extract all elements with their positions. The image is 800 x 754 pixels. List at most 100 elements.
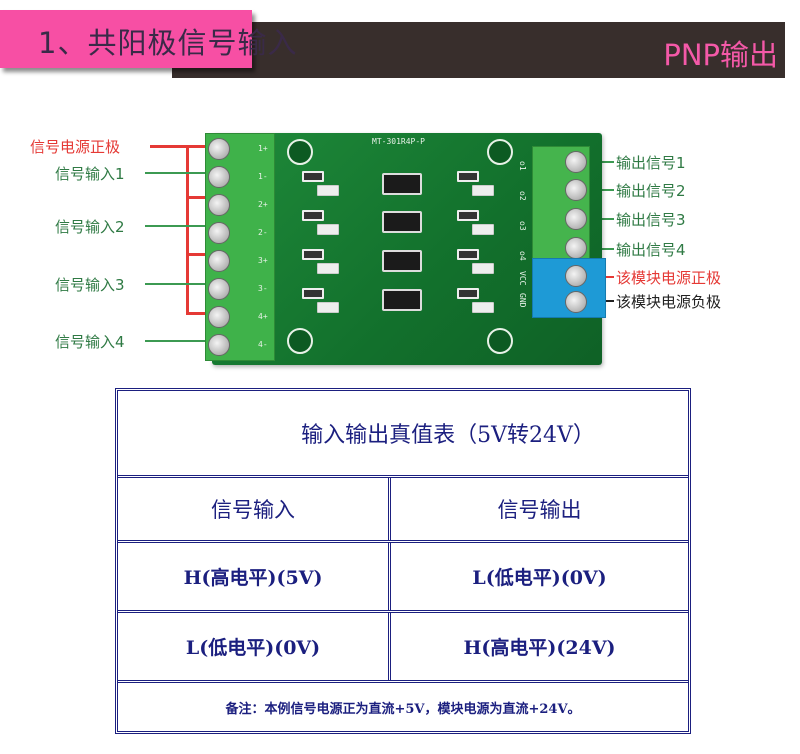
table-note-row: 备注：本例信号电源正为直流+5V，模块电源为直流+24V。: [118, 683, 688, 731]
truth-table: 输入输出真值表（5V转24V） 信号输入 信号输出 H(高电平)(5V) L(低…: [115, 388, 691, 734]
terminal-screw[interactable]: [208, 166, 230, 188]
pin-label: 2-: [258, 228, 268, 237]
table-title-row: 输入输出真值表（5V转24V）: [118, 391, 688, 478]
terminal-screw[interactable]: [208, 334, 230, 356]
output-line: [590, 218, 614, 220]
table-note: 备注：本例信号电源正为直流+5V，模块电源为直流+24V。: [225, 701, 581, 717]
power-terminal-block: [532, 258, 606, 318]
led: [317, 224, 339, 235]
output-terminal-block: [532, 146, 590, 262]
label-signal-input-1: 信号输入1: [55, 165, 125, 183]
pin-label: o4: [518, 251, 527, 261]
terminal-screw[interactable]: [208, 138, 230, 160]
resistor: [457, 249, 479, 260]
table-header-row: 信号输入 信号输出: [118, 478, 688, 543]
cell-input: L(低电平)(0V): [185, 637, 321, 659]
header-pink-bar: [0, 10, 252, 68]
resistor: [457, 210, 479, 221]
optocoupler: [382, 289, 422, 311]
pin-label: 4-: [258, 340, 268, 349]
label-output-1: 输出信号1: [616, 154, 686, 172]
led: [472, 185, 494, 196]
label-signal-input-2: 信号输入2: [55, 218, 125, 236]
resistor: [302, 288, 324, 299]
cell-output: L(低电平)(0V): [472, 567, 607, 589]
pin-label: o1: [518, 161, 527, 171]
power-line: [186, 312, 210, 315]
label-signal-power-positive: 信号电源正极: [30, 138, 121, 156]
column-divider: [388, 613, 391, 680]
header-dark-bar: [172, 22, 785, 78]
header-output: 信号输出: [497, 498, 582, 522]
label-signal-input-4: 信号输入4: [55, 333, 125, 351]
terminal-screw[interactable]: [565, 291, 587, 313]
terminal-screw[interactable]: [565, 151, 587, 173]
optocoupler: [382, 173, 422, 195]
pin-label: o3: [518, 221, 527, 231]
resistor: [302, 210, 324, 221]
table-row: H(高电平)(5V) L(低电平)(0V): [118, 543, 688, 613]
pin-label: 3+: [258, 256, 268, 265]
terminal-screw[interactable]: [208, 278, 230, 300]
label-signal-input-3: 信号输入3: [55, 276, 125, 294]
pin-label: VCC: [518, 271, 527, 286]
column-divider: [388, 478, 391, 540]
cell-output: H(高电平)(24V): [463, 637, 616, 659]
mounting-hole: [487, 328, 513, 354]
cell-input: H(高电平)(5V): [183, 567, 323, 589]
output-line: [590, 189, 614, 191]
header-input: 信号输入: [211, 498, 295, 522]
power-line: [150, 145, 210, 148]
pin-label: 1+: [258, 144, 268, 153]
resistor: [302, 249, 324, 260]
led: [317, 302, 339, 313]
pin-label: GND: [518, 293, 527, 308]
pin-label: 1-: [258, 172, 268, 181]
signal-line: [145, 172, 210, 174]
terminal-screw[interactable]: [208, 250, 230, 272]
board-model: MT-301R4P-P: [372, 137, 425, 146]
power-line: [186, 253, 210, 256]
gnd-line: [604, 300, 614, 302]
terminal-screw[interactable]: [208, 306, 230, 328]
column-divider: [388, 543, 391, 610]
signal-line: [145, 225, 210, 227]
label-module-power-negative: 该模块电源负极: [616, 293, 722, 311]
output-type-label: PNP输出: [663, 38, 778, 72]
resistor: [457, 171, 479, 182]
table-title: 输入输出真值表（5V转24V）: [301, 423, 595, 448]
pin-label: 4+: [258, 312, 268, 321]
pin-label: o2: [518, 191, 527, 201]
signal-line: [145, 340, 210, 342]
led: [472, 263, 494, 274]
led: [472, 302, 494, 313]
label-module-power-positive: 该模块电源正极: [616, 269, 722, 287]
terminal-screw[interactable]: [208, 194, 230, 216]
led: [317, 185, 339, 196]
optocoupler: [382, 250, 422, 272]
output-line: [590, 248, 614, 250]
output-line: [590, 161, 614, 163]
table-row: L(低电平)(0V) H(高电平)(24V): [118, 613, 688, 683]
mounting-hole: [287, 139, 313, 165]
terminal-screw[interactable]: [565, 265, 587, 287]
label-output-3: 输出信号3: [616, 211, 686, 229]
mounting-hole: [487, 139, 513, 165]
terminal-screw[interactable]: [565, 179, 587, 201]
label-output-4: 输出信号4: [616, 241, 686, 259]
led: [472, 224, 494, 235]
input-terminal-block: 1+ 1- 2+ 2- 3+ 3- 4+ 4-: [205, 133, 275, 361]
resistor: [302, 171, 324, 182]
led: [317, 263, 339, 274]
vcc-line: [604, 276, 614, 278]
signal-line: [145, 283, 210, 285]
terminal-screw[interactable]: [208, 222, 230, 244]
resistor: [457, 288, 479, 299]
section-title: 1、共阳极信号输入: [38, 26, 298, 60]
optocoupler: [382, 211, 422, 233]
power-line: [186, 196, 210, 199]
terminal-screw[interactable]: [565, 208, 587, 230]
pin-label: 2+: [258, 200, 268, 209]
label-output-2: 输出信号2: [616, 182, 686, 200]
terminal-screw[interactable]: [565, 237, 587, 259]
